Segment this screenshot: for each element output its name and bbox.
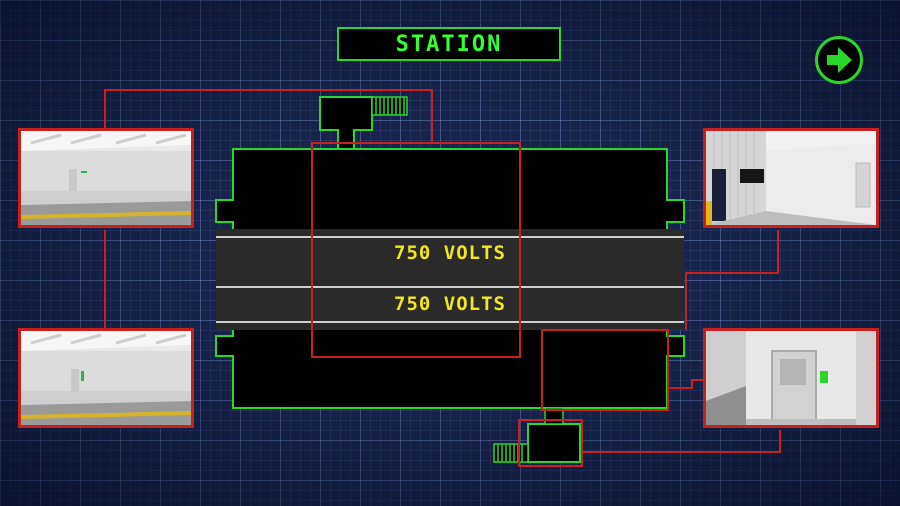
camera-feed-platform-left-lower[interactable] (18, 328, 194, 428)
stair-room-bottom (527, 423, 581, 463)
track-area (216, 229, 684, 330)
camera-image (21, 131, 191, 225)
rail-voltage-bottom: 750 VOLTS (394, 293, 506, 315)
camera-zone-stairs (518, 419, 583, 467)
station-room-bottom (215, 327, 685, 409)
stairs-bottom (493, 443, 529, 463)
wire-right-upper (685, 230, 779, 330)
stair-room-top (319, 96, 373, 150)
camera-zone-lower-right (541, 329, 669, 411)
next-button[interactable] (815, 36, 863, 84)
stairs-top (371, 96, 408, 116)
camera-zone-center (311, 142, 521, 358)
page-title: STATION (337, 27, 561, 61)
camera-image (21, 331, 191, 425)
wire-right-lower (668, 379, 703, 389)
camera-image (706, 331, 876, 425)
wire-right-bottom (582, 430, 781, 453)
camera-image (706, 131, 876, 225)
rail-voltage-top: 750 VOLTS (394, 242, 506, 264)
wire-left-top (104, 89, 433, 143)
camera-feed-door-right-lower[interactable] (703, 328, 879, 428)
arrow-right-icon (827, 47, 852, 73)
camera-feed-platform-left-upper[interactable] (18, 128, 194, 228)
camera-feed-hallway-right-upper[interactable] (703, 128, 879, 228)
station-room-top (215, 148, 685, 231)
